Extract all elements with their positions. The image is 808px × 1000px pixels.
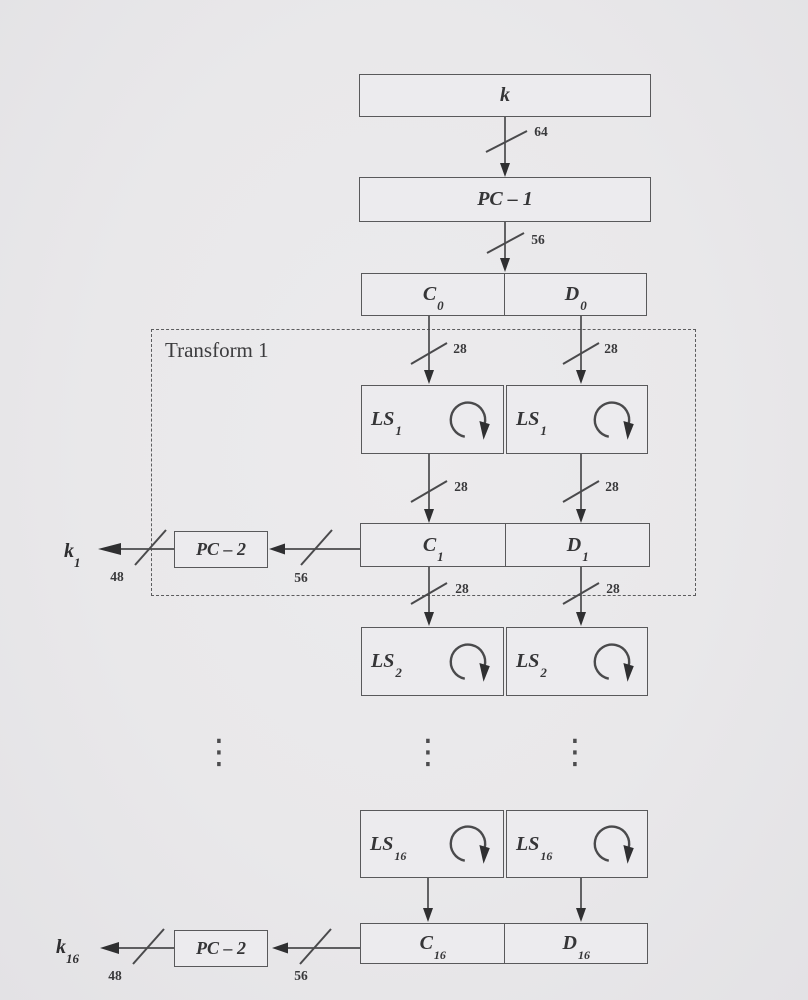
arrowhead-down — [576, 370, 586, 384]
d0-cell: D0 — [503, 274, 647, 315]
d0-label: D0 — [564, 283, 587, 313]
circular-left-shift-icon — [593, 825, 634, 864]
c1-cell: C1 — [361, 524, 505, 566]
bus-slash-48-round16 — [132, 928, 165, 965]
key-label: k — [500, 84, 510, 106]
arrowhead-down — [576, 612, 586, 626]
ls2-right-box: LS2 — [506, 627, 648, 696]
k1-output-label: k1 — [64, 540, 81, 570]
circular-left-shift-icon — [593, 642, 634, 682]
d1-cell: D1 — [504, 524, 650, 566]
arrowhead-left — [100, 942, 119, 954]
c1-label: C1 — [422, 533, 444, 564]
circular-left-shift-icon — [449, 825, 490, 864]
d1-label: D1 — [566, 533, 589, 564]
key-box: k — [359, 74, 651, 117]
bus-slash-28-c0 — [410, 342, 448, 365]
transform1-label: Transform 1 — [165, 338, 269, 362]
ls1-right-label: LS1 — [516, 408, 547, 438]
arrowhead-left — [98, 543, 121, 555]
c0d0-box: C0 D0 — [361, 273, 647, 316]
ls2-left-box: LS2 — [361, 627, 504, 696]
c1d1-box: C1 D1 — [360, 523, 650, 567]
pc2-round1-label: PC – 2 — [195, 539, 246, 559]
pc1-box: PC – 1 — [359, 177, 651, 222]
bus-slash-28-d0 — [562, 342, 600, 365]
c16d16-box: C16 D16 — [360, 923, 648, 964]
circular-left-shift-icon — [449, 400, 490, 440]
c16-cell: C16 — [361, 924, 504, 963]
bus-slash-48-round1 — [134, 529, 167, 566]
bus-slash-28-c1in — [410, 480, 448, 503]
transform1-region: Transform 1 — [151, 329, 696, 596]
bus-width-48-round16: 48 — [108, 968, 122, 983]
ls16-left-box: LS16 — [360, 810, 504, 878]
d16-label: D16 — [562, 932, 590, 962]
c0-cell: C0 — [362, 274, 504, 315]
bus-slash-28-d1out — [562, 582, 600, 605]
pc1-label: PC – 1 — [477, 188, 533, 210]
ls16-right-box: LS16 — [506, 810, 648, 878]
ls1-left-box: LS1 — [361, 385, 504, 454]
bus-width-56-round1: 56 — [294, 570, 308, 585]
arrowhead-down — [500, 163, 510, 177]
arrowhead-down — [424, 509, 434, 523]
bus-width-28-c1in: 28 — [454, 479, 468, 494]
bus-width-48-round1: 48 — [110, 569, 124, 584]
ls1-right-box: LS1 — [506, 385, 648, 454]
c0-label: C0 — [422, 283, 444, 313]
bus-slash-56-round1 — [300, 529, 333, 566]
bus-width-28-d1in: 28 — [605, 479, 619, 494]
ls2-right-label: LS2 — [516, 650, 547, 680]
arrowhead-down — [423, 908, 433, 922]
bus-slash-56-top — [486, 232, 525, 254]
pc2-box-round16: PC – 2 — [174, 930, 268, 967]
vertical-ellipsis-right: ⋮ — [558, 732, 592, 772]
d16-cell: D16 — [503, 924, 648, 963]
ls1-left-label: LS1 — [371, 408, 402, 438]
bus-slash-28-c1out — [410, 582, 448, 605]
arrowhead-down — [576, 509, 586, 523]
arrowhead-down — [576, 908, 586, 922]
bus-width-56-round16: 56 — [294, 968, 308, 983]
c16-label: C16 — [419, 932, 446, 962]
arrowhead-down — [500, 258, 510, 272]
bus-width-56-top: 56 — [531, 232, 545, 247]
vertical-ellipsis-left: ⋮ — [202, 732, 236, 772]
ls16-left-label: LS16 — [370, 832, 407, 863]
circular-left-shift-icon — [449, 642, 490, 682]
vertical-ellipsis-middle: ⋮ — [411, 732, 445, 772]
pc2-round16-label: PC – 2 — [195, 938, 246, 958]
bus-slash-56-round16 — [299, 928, 332, 965]
ls2-left-label: LS2 — [371, 650, 402, 680]
circular-left-shift-icon — [593, 400, 634, 440]
k16-output-label: k16 — [56, 936, 79, 966]
arrowhead-down — [424, 370, 434, 384]
bus-width-28-d1out: 28 — [606, 581, 620, 596]
bus-width-28-d0: 28 — [604, 341, 618, 356]
arrowhead-left — [269, 543, 285, 555]
ls16-right-label: LS16 — [516, 832, 553, 863]
bus-width-28-c1out: 28 — [455, 581, 469, 596]
bus-slash-64 — [485, 130, 528, 153]
bus-width-28-c0: 28 — [453, 341, 467, 356]
bus-width-64: 64 — [534, 124, 548, 139]
arrowhead-down — [424, 612, 434, 626]
pc2-box-round1: PC – 2 — [174, 531, 268, 568]
arrowhead-left — [272, 942, 288, 954]
bus-slash-28-d1in — [562, 480, 600, 503]
